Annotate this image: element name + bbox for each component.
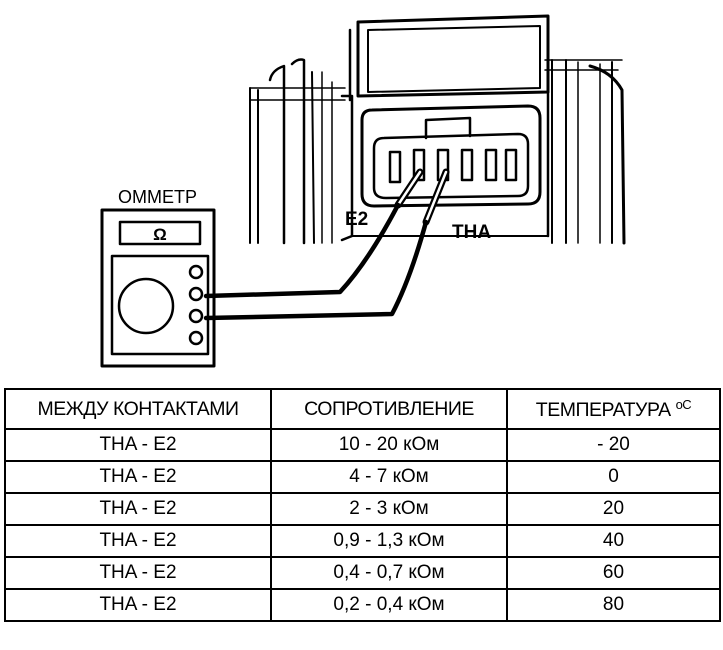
wiring-diagram: ОММЕТР Ω E2 THA bbox=[100, 14, 626, 368]
table-row: THA - E2 2 - 3 кОм 20 bbox=[4, 492, 721, 526]
table-header-row: МЕЖДУ КОНТАКТАМИ СОПРОТИВЛЕНИЕ ТЕМПЕРАТУ… bbox=[4, 388, 721, 430]
ohm-symbol: Ω bbox=[153, 225, 167, 244]
table-row: THA - E2 0,2 - 0,4 кОм 80 bbox=[4, 588, 721, 622]
sensor-housing bbox=[249, 14, 626, 245]
cell-temperature: 0 bbox=[506, 460, 721, 494]
cell-contacts: THA - E2 bbox=[4, 588, 272, 622]
cell-temperature: 40 bbox=[506, 524, 721, 558]
cell-temperature: 20 bbox=[506, 492, 721, 526]
table-row: THA - E2 4 - 7 кОм 0 bbox=[4, 460, 721, 494]
ohmmeter-label: ОММЕТР bbox=[118, 187, 197, 207]
ohmmeter bbox=[100, 208, 216, 368]
test-leads bbox=[203, 202, 429, 321]
cell-contacts: THA - E2 bbox=[4, 492, 272, 526]
header-contacts: МЕЖДУ КОНТАКТАМИ bbox=[4, 388, 272, 430]
cell-temperature: 60 bbox=[506, 556, 721, 590]
cell-resistance: 2 - 3 кОм bbox=[270, 492, 508, 526]
header-temperature-text: ТЕМПЕРАТУРА bbox=[535, 398, 676, 421]
header-resistance: СОПРОТИВЛЕНИЕ bbox=[270, 388, 508, 430]
cell-contacts: THA - E2 bbox=[4, 556, 272, 590]
test-probes bbox=[394, 168, 450, 226]
resistance-table: МЕЖДУ КОНТАКТАМИ СОПРОТИВЛЕНИЕ ТЕМПЕРАТУ… bbox=[4, 388, 721, 622]
header-temperature: ТЕМПЕРАТУРА оС bbox=[506, 388, 721, 430]
table-row: THA - E2 0,9 - 1,3 кОм 40 bbox=[4, 524, 721, 558]
header-temperature-unit: оС bbox=[675, 396, 692, 412]
cell-resistance: 0,2 - 0,4 кОм bbox=[270, 588, 508, 622]
terminal-e2-label: E2 bbox=[345, 209, 368, 230]
cell-contacts: THA - E2 bbox=[4, 428, 272, 462]
cell-temperature: 80 bbox=[506, 588, 721, 622]
cell-contacts: THA - E2 bbox=[4, 460, 272, 494]
cell-temperature: - 20 bbox=[506, 428, 721, 462]
cell-resistance: 10 - 20 кОм bbox=[270, 428, 508, 462]
cell-resistance: 4 - 7 кОм bbox=[270, 460, 508, 494]
cell-resistance: 0,4 - 0,7 кОм bbox=[270, 556, 508, 590]
table-row: THA - E2 10 - 20 кОм - 20 bbox=[4, 428, 721, 462]
table-row: THA - E2 0,4 - 0,7 кОм 60 bbox=[4, 556, 721, 590]
cell-resistance: 0,9 - 1,3 кОм bbox=[270, 524, 508, 558]
terminal-tha-label: THA bbox=[452, 222, 491, 243]
cell-contacts: THA - E2 bbox=[4, 524, 272, 558]
